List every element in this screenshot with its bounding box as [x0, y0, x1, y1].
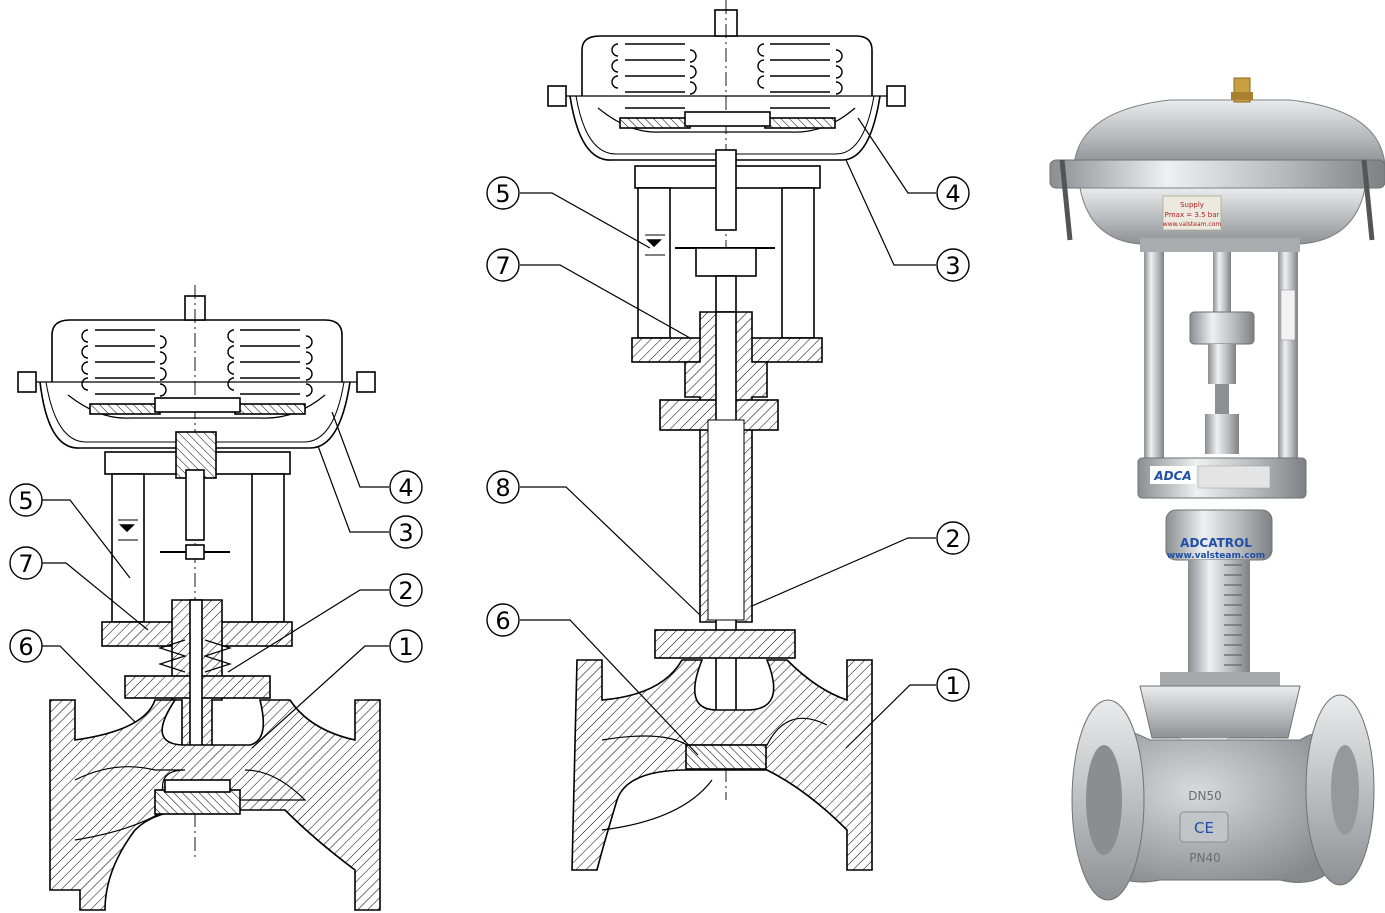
callout-label: 2: [398, 577, 413, 605]
callout-label: 7: [495, 252, 510, 280]
small-valve-drawing: [17, 285, 381, 911]
body-pn: PN40: [1189, 851, 1220, 865]
body-web: www.valsteam.com: [1167, 551, 1265, 561]
callout-label: 1: [945, 672, 960, 700]
bracket-brand: ADCA: [1153, 469, 1191, 483]
yoke: [631, 149, 823, 363]
ce-mark: CE: [1194, 819, 1214, 837]
callout-label: 5: [18, 487, 33, 515]
valve-body: [49, 699, 381, 911]
callout-label: 8: [495, 474, 510, 502]
valve-body-photo: DN50 CE PN40: [1071, 685, 1375, 901]
valve-body: [571, 659, 873, 871]
callout-5: 5: [486, 176, 520, 210]
nameplate-pmax: Pmax = 3.5 bar: [1165, 211, 1220, 219]
extension-bonnet: ADCATROL www.valsteam.com: [1160, 509, 1280, 686]
callout-1: 1: [936, 668, 970, 702]
callout-7: 7: [486, 248, 520, 282]
callout-label: 3: [398, 519, 413, 547]
callout-4: 4: [936, 176, 970, 210]
extended-bonnet: [654, 311, 796, 733]
callout-2: 2: [389, 573, 423, 607]
yoke-bracket: ADCA: [1137, 457, 1307, 499]
callout-label: 1: [398, 633, 413, 661]
body-brand: ADCATROL: [1180, 536, 1252, 550]
small-valve-callouts: [42, 411, 389, 749]
callout-2: 2: [936, 521, 970, 555]
callout-8: 8: [486, 470, 520, 504]
callout-7: 7: [9, 546, 43, 580]
extended-valve-callouts: [520, 117, 936, 756]
yoke: [101, 431, 293, 647]
actuator-housing: [1049, 77, 1385, 252]
callout-3: 3: [389, 515, 423, 549]
callout-3: 3: [936, 248, 970, 282]
callout-label: 6: [18, 633, 33, 661]
product-photo: Supply Pmax = 3.5 bar www.valsteam.com A…: [1049, 77, 1385, 901]
nameplate-supply: Supply: [1180, 201, 1204, 209]
callout-label: 5: [495, 180, 510, 208]
nameplate-web: www.valsteam.com: [1163, 221, 1222, 228]
actuator-springs: [611, 43, 843, 109]
bonnet-and-packing: [124, 599, 271, 791]
callout-label: 4: [945, 180, 960, 208]
extended-valve-drawing: [547, 0, 906, 871]
callout-4: 4: [389, 470, 423, 504]
nameplate: Supply Pmax = 3.5 bar www.valsteam.com: [1162, 195, 1222, 231]
callout-6: 6: [486, 603, 520, 637]
callout-label: 3: [945, 252, 960, 280]
body-dn: DN50: [1188, 789, 1222, 803]
callout-1: 1: [389, 629, 423, 663]
yoke-columns: [1144, 252, 1298, 462]
actuator-springs: [81, 329, 313, 397]
callout-label: 7: [18, 550, 33, 578]
callout-5: 5: [9, 483, 43, 517]
callout-6: 6: [9, 629, 43, 663]
callout-label: 2: [945, 525, 960, 553]
callout-label: 4: [398, 474, 413, 502]
actuator-diaphragm-case: [17, 285, 376, 860]
callout-label: 6: [495, 607, 510, 635]
